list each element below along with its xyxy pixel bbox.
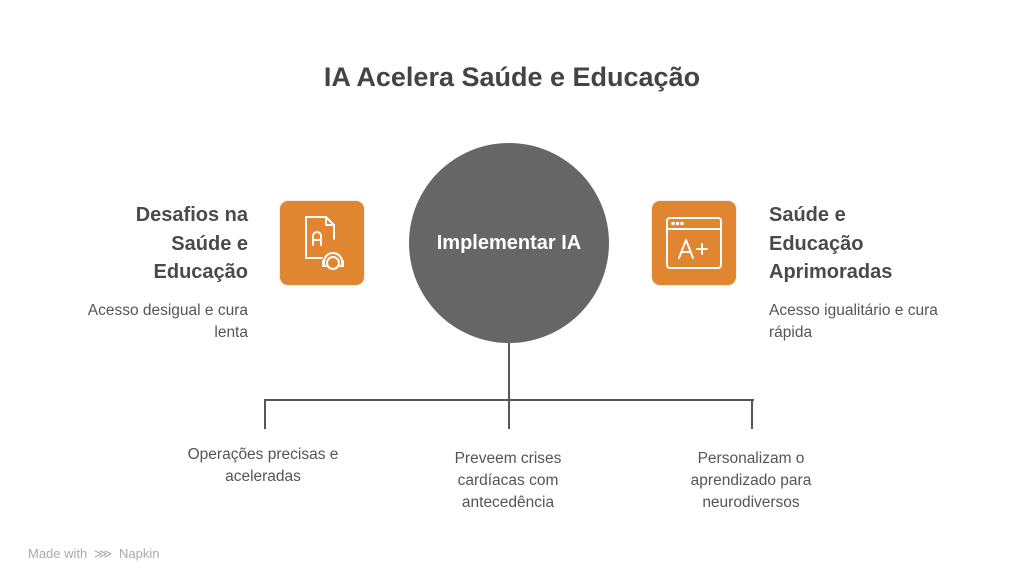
left-heading-line: Educação [153, 261, 248, 283]
brand-text: Napkin [119, 546, 160, 561]
leaf-line: Preveem crises [454, 450, 562, 467]
right-description: Acesso igualitário e cura rápida [769, 300, 938, 344]
left-description-line: Acesso desigual e cura [87, 302, 248, 319]
napkin-logo-icon: ⋙ [93, 546, 113, 561]
made-with-text: Made with [28, 546, 88, 561]
right-heading-line: Aprimoradas [769, 261, 893, 283]
leaf-line: cardíacas com [457, 472, 559, 489]
napkin-watermark: Made with ⋙ Napkin [28, 546, 159, 562]
right-heading-line: Saúde e [769, 204, 846, 226]
page-title: IA Acelera Saúde e Educação [323, 62, 701, 92]
right-description-line: Acesso igualitário e cura [769, 302, 938, 319]
leaf-node: Operações precisas e aceleradas [163, 444, 363, 488]
leaf-node: Preveem crises cardíacas com antecedênci… [408, 448, 608, 514]
document-headset-icon [280, 201, 364, 285]
connector-trunk [508, 343, 510, 401]
connector-drop [264, 399, 266, 429]
browser-grade-icon [652, 201, 736, 285]
leaf-line: Operações precisas e [187, 446, 339, 463]
leaf-line: antecedência [461, 494, 555, 511]
right-heading: Saúde e Educação Aprimoradas [769, 201, 892, 287]
right-heading-line: Educação [769, 232, 864, 255]
left-description-line: lenta [214, 324, 248, 341]
connector-drop [508, 399, 510, 429]
right-description-line: rápida [769, 324, 813, 341]
left-heading: Desafios na Saúde e Educação [136, 201, 248, 287]
left-heading-line: Saúde e [171, 232, 248, 255]
leaf-line: Personalizam o [697, 450, 805, 467]
center-node: Implementar IA [409, 143, 609, 343]
center-label: Implementar IA [436, 231, 582, 254]
left-description: Acesso desigual e cura lenta [88, 300, 248, 344]
connector-drop [751, 399, 753, 429]
leaf-node: Personalizam o aprendizado para neurodiv… [651, 448, 851, 514]
leaf-line: aceleradas [225, 468, 301, 485]
leaf-line: neurodiversos [702, 494, 800, 511]
leaf-line: aprendizado para [690, 472, 812, 489]
left-heading-line: Desafios na [135, 204, 248, 226]
